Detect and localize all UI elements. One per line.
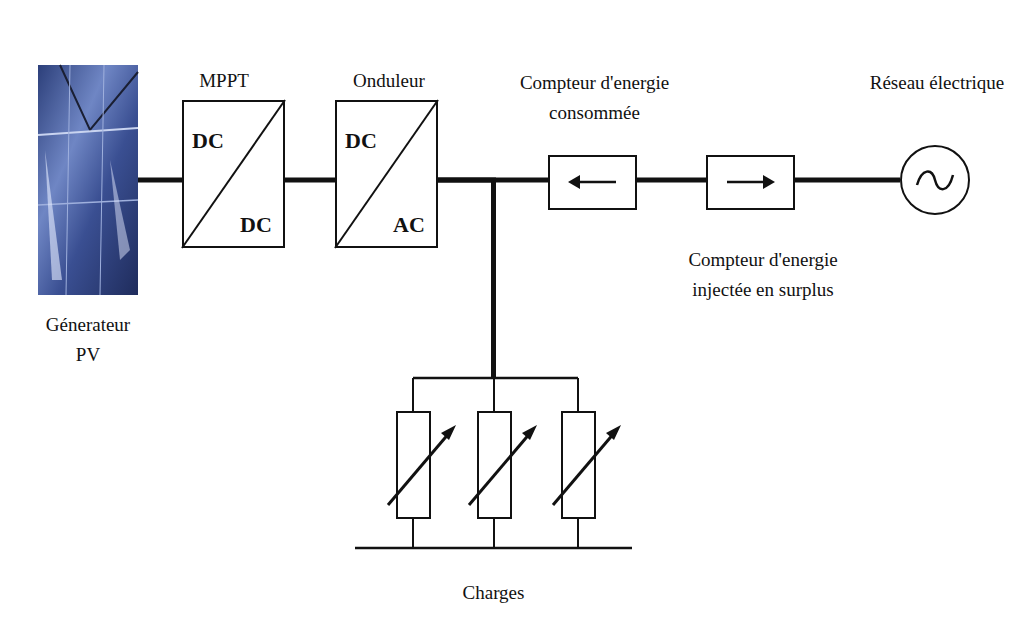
dc-dc-converter: MPPTDCDC xyxy=(182,100,285,248)
node-label: Compteur d'energie injectée en surplus xyxy=(673,245,853,305)
meter-arrow xyxy=(727,175,775,189)
node-label: Compteur d'energie consommée xyxy=(505,68,685,128)
power-line xyxy=(795,178,900,183)
node-label: Réseau électrique xyxy=(852,68,1022,98)
node-label: Charges xyxy=(355,578,632,608)
node-label: Génerateur PV xyxy=(38,310,138,370)
grid-source: Réseau électrique xyxy=(900,145,970,215)
port-label: AC xyxy=(393,212,425,238)
converter-diagonal xyxy=(182,100,285,248)
resistor-symbol xyxy=(355,378,632,548)
pv-panel xyxy=(38,65,138,295)
port-label: DC xyxy=(192,128,224,154)
node-label: Onduleur xyxy=(329,66,449,96)
power-line xyxy=(438,180,494,378)
node-label: MPPT xyxy=(184,66,264,96)
ac-symbol xyxy=(917,172,953,190)
pv-generator: Génerateur PV xyxy=(38,65,138,295)
loads: Charges xyxy=(355,378,632,610)
power-line xyxy=(637,178,706,183)
port-label: DC xyxy=(240,212,272,238)
power-line xyxy=(138,178,182,183)
energy-meter: Compteur d'energie injectée en surplus xyxy=(706,155,795,210)
inverter: OnduleurDCAC xyxy=(335,100,438,248)
meter-arrow xyxy=(568,175,616,189)
energy-meter: Compteur d'energie consommée xyxy=(548,155,637,210)
converter-diagonal xyxy=(335,100,438,248)
port-label: DC xyxy=(345,128,377,154)
power-line xyxy=(285,178,335,183)
